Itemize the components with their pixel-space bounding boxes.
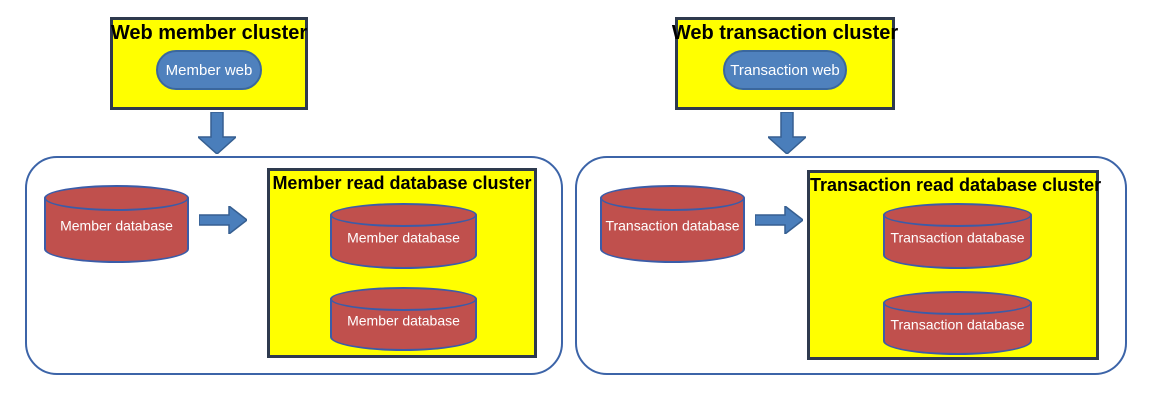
transaction-read-db-cluster-box: Transaction read database cluster Transa…	[807, 170, 1102, 360]
cylinder-top-ellipse	[330, 287, 477, 311]
transaction-web-label: Transaction web	[730, 61, 840, 79]
cylinder-top-ellipse	[883, 291, 1032, 315]
transaction-database-label: Transaction database	[605, 217, 740, 234]
transaction-read-db-cluster-title: Transaction read database cluster	[810, 175, 1102, 195]
member-database-cylinder: Member database	[44, 185, 189, 263]
member-web-label: Member web	[165, 61, 253, 79]
member-database-label: Member database	[347, 312, 460, 329]
member-read-db-cluster-box: Member read database cluster Member data…	[267, 168, 537, 358]
transaction-database-cylinder: Transaction database	[883, 291, 1032, 355]
web-transaction-cluster-box: Web transaction cluster Transaction web	[671, 17, 899, 110]
cylinder-top-ellipse	[883, 203, 1032, 227]
transaction-database-cylinder: Transaction database	[600, 185, 745, 263]
right-arrow-icon	[755, 206, 803, 234]
member-db-cluster-container: Member database Member read database clu…	[25, 156, 563, 375]
member-database-label: Member database	[60, 217, 173, 234]
member-database-cylinder: Member database	[330, 287, 477, 351]
web-member-cluster-title: Web member cluster	[110, 22, 308, 44]
member-read-db-cluster-title: Member read database cluster	[272, 173, 532, 193]
transaction-db-cluster-container: Transaction database Transaction read da…	[575, 156, 1127, 375]
down-arrow-icon	[768, 112, 806, 154]
transaction-web-node: Transaction web	[723, 50, 847, 90]
web-member-cluster-box: Web member cluster Member web	[110, 17, 308, 110]
cylinder-top-ellipse	[330, 203, 477, 227]
transaction-database-cylinder: Transaction database	[883, 203, 1032, 269]
right-arrow-icon	[199, 206, 247, 234]
member-web-node: Member web	[156, 50, 262, 90]
cylinder-top-ellipse	[600, 185, 745, 211]
member-database-label: Member database	[347, 229, 460, 246]
transaction-database-label: Transaction database	[890, 316, 1025, 333]
transaction-database-label: Transaction database	[890, 229, 1025, 246]
down-arrow-icon	[198, 112, 236, 154]
member-database-cylinder: Member database	[330, 203, 477, 269]
cylinder-top-ellipse	[44, 185, 189, 211]
web-transaction-cluster-title: Web transaction cluster	[671, 22, 899, 44]
